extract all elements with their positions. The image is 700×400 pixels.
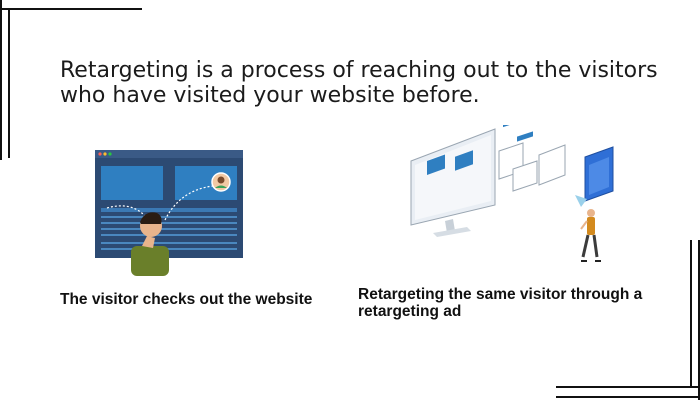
visitor-person-icon (131, 212, 169, 276)
frame-line-top-left-inner-vertical (0, 0, 2, 160)
retargeting-ad-illustration (410, 125, 614, 262)
path-arrow-right (164, 185, 214, 221)
frame-line-bottom-right-horizontal (556, 386, 700, 388)
caption-retargeting: Retargeting the same visitor through a r… (358, 286, 643, 320)
floating-ad-windows-icon (498, 125, 614, 207)
avatar-icon (211, 172, 231, 192)
browser-window-icon (95, 150, 243, 258)
frame-line-top-left-vertical (8, 8, 10, 158)
monitor-icon (410, 128, 496, 237)
headline: Retargeting is a process of reaching out… (60, 58, 660, 108)
headline-line-1: Retargeting is a process of reaching out… (60, 58, 658, 83)
frame-line-bottom-right-inner-horizontal (556, 396, 700, 398)
frame-line-top-left-horizontal (0, 8, 142, 10)
walking-person-icon (580, 209, 601, 262)
frame-line-bottom-right-inner-vertical (698, 240, 700, 400)
visitor-browsing-illustration (95, 150, 243, 276)
caption-visitor: The visitor checks out the website (60, 291, 313, 308)
headline-line-2: who have visited your website before. (60, 83, 480, 108)
frame-line-bottom-right-vertical (690, 240, 692, 388)
